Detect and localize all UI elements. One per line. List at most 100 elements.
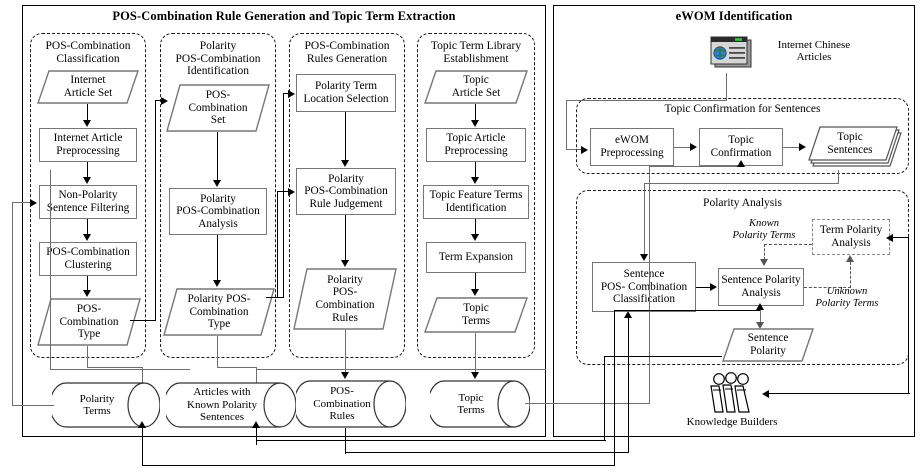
connector <box>345 215 347 262</box>
db-pos-combination-rules: POS- Combination Rules <box>293 380 407 428</box>
node-topic-sentences-label: Topic Sentences <box>827 130 873 156</box>
internet-articles-label: Internet Chinese Articles <box>777 39 851 64</box>
node-polarity-pos-combination-analysis: Polarity POS-Combination Analysis <box>169 188 267 235</box>
connector <box>760 306 762 324</box>
connector <box>566 100 727 102</box>
panel-right <box>553 5 915 437</box>
node-pos-combination-clustering-label: POS-Combination Clustering <box>46 246 130 271</box>
node-polarity-term-location-selection: Polarity Term Location Selection <box>296 74 396 112</box>
arrow-down <box>471 289 479 296</box>
node-internet-article-preprocessing-label: Internet Article Preprocessing <box>53 132 123 157</box>
cylinder-shape <box>163 382 297 428</box>
connector <box>475 104 477 122</box>
node-polarity-pos-combination-rules: Polarity POS- Combination Rules <box>293 268 397 330</box>
node-topic-article-preprocessing-label: Topic Article Preprocessing <box>444 132 508 157</box>
connector <box>604 356 722 358</box>
connector <box>217 367 257 369</box>
arrow-left <box>886 233 893 242</box>
arrow-down <box>756 322 764 329</box>
node-term-expansion-label: Term Expansion <box>438 251 514 264</box>
arrow-up <box>138 421 146 428</box>
connector <box>644 183 839 185</box>
node-polarity-pos-combination-analysis-label: Polarity POS-Combination Analysis <box>176 192 260 230</box>
node-topic-feature-terms-identification-label: Topic Feature Terms Identification <box>429 189 523 214</box>
node-topic-feature-terms-identification: Topic Feature Terms Identification <box>423 185 529 219</box>
node-sentence-polarity-label: Sentence Polarity <box>747 332 789 357</box>
connector <box>566 100 568 150</box>
arrow-down <box>471 177 479 184</box>
node-topic-confirmation: Topic Confirmation <box>699 128 783 166</box>
connector <box>87 367 143 369</box>
connector <box>283 93 289 95</box>
group-topic-term-library-establishment-title: Topic Term Library Establishment <box>430 40 522 65</box>
group-pos-combination-rules-generation-title: POS-Combination Rules Generation <box>304 40 390 65</box>
node-term-polarity-analysis-label: Term Polarity Analysis <box>819 224 883 249</box>
node-topic-article-preprocessing: Topic Article Preprocessing <box>426 128 526 162</box>
connector <box>217 235 219 282</box>
node-ewom-preprocessing-label: eWOM Preprocessing <box>600 134 664 159</box>
db-articles-with-known-polarity-sentences: Articles with Known Polarity Sentences <box>163 382 297 428</box>
connector-dashed <box>804 287 851 288</box>
stacked-documents-icon <box>808 126 902 167</box>
arrow-down <box>83 234 91 241</box>
node-term-expansion: Term Expansion <box>426 242 526 273</box>
arrow-down <box>471 372 479 379</box>
node-sentence-polarity-analysis-label: Sentence Polarity Analysis <box>721 274 801 299</box>
arrow-right <box>690 143 697 151</box>
arrow-left <box>762 389 769 398</box>
node-polarity-pos-combination-type: Polarity POS- Combination Type <box>163 288 275 336</box>
connector <box>908 237 910 394</box>
connector <box>87 162 89 179</box>
connector <box>614 310 616 466</box>
group-topic-confirmation-for-sentences <box>576 98 909 174</box>
connector <box>649 166 651 404</box>
node-sentence-polarity-analysis: Sentence Polarity Analysis <box>718 268 804 306</box>
connector <box>649 166 741 168</box>
parallelogram-shape <box>37 70 139 104</box>
db-articles-with-known-polarity-sentences-label: Articles with Known Polarity Sentences <box>187 386 257 424</box>
cylinder-shape <box>427 380 531 428</box>
arrow-up <box>252 421 260 428</box>
connector <box>154 100 156 321</box>
connector <box>614 310 760 312</box>
connector <box>50 170 52 370</box>
parallelogram-shape <box>37 298 141 346</box>
connector <box>87 346 89 368</box>
arrow-right <box>581 145 588 154</box>
arrow-right <box>288 89 295 98</box>
db-polarity-terms-label: Polarity Terms <box>79 392 115 417</box>
node-polarity-term-location-selection-label: Polarity Term Location Selection <box>303 80 389 105</box>
connector <box>256 440 606 442</box>
panel-right-title: eWOM Identification <box>675 9 793 23</box>
connector <box>696 286 712 288</box>
arrow-down <box>471 234 479 241</box>
connector <box>256 369 546 371</box>
arrow-down <box>341 260 349 267</box>
node-non-polarity-sentence-filtering-label: Non-Polarity Sentence Filtering <box>46 189 130 214</box>
arrow-down <box>83 290 91 297</box>
node-internet-article-set-label: Internet Article Set <box>63 74 113 99</box>
parallelogram-shape <box>424 297 528 333</box>
connector <box>345 112 347 162</box>
node-sentence-pos-combination-classification-label: Sentence POS- Combination Classification <box>600 268 688 306</box>
connector <box>604 356 606 441</box>
arrow-up <box>846 255 854 262</box>
parallelogram-shape <box>293 268 397 330</box>
arrow-right <box>288 187 295 196</box>
connector <box>12 405 54 407</box>
connector <box>87 104 89 122</box>
connector <box>256 367 258 384</box>
connector-dashed <box>764 244 812 245</box>
connector <box>674 146 692 148</box>
connector <box>217 132 219 182</box>
connector <box>283 93 285 298</box>
connector-dashed <box>850 262 851 288</box>
internet-articles-icon <box>705 34 755 74</box>
node-pos-combination-set-label: POS- Combination Set <box>188 89 248 127</box>
node-internet-article-preprocessing: Internet Article Preprocessing <box>39 128 137 162</box>
node-pos-combination-type-label: POS- Combination Type <box>59 303 119 341</box>
node-polarity-pos-combination-rules-label: Polarity POS- Combination Rules <box>315 273 375 324</box>
node-topic-sentences: Topic Sentences <box>806 124 904 170</box>
annotation-known-polarity-terms: Known Polarity Terms <box>732 218 796 241</box>
